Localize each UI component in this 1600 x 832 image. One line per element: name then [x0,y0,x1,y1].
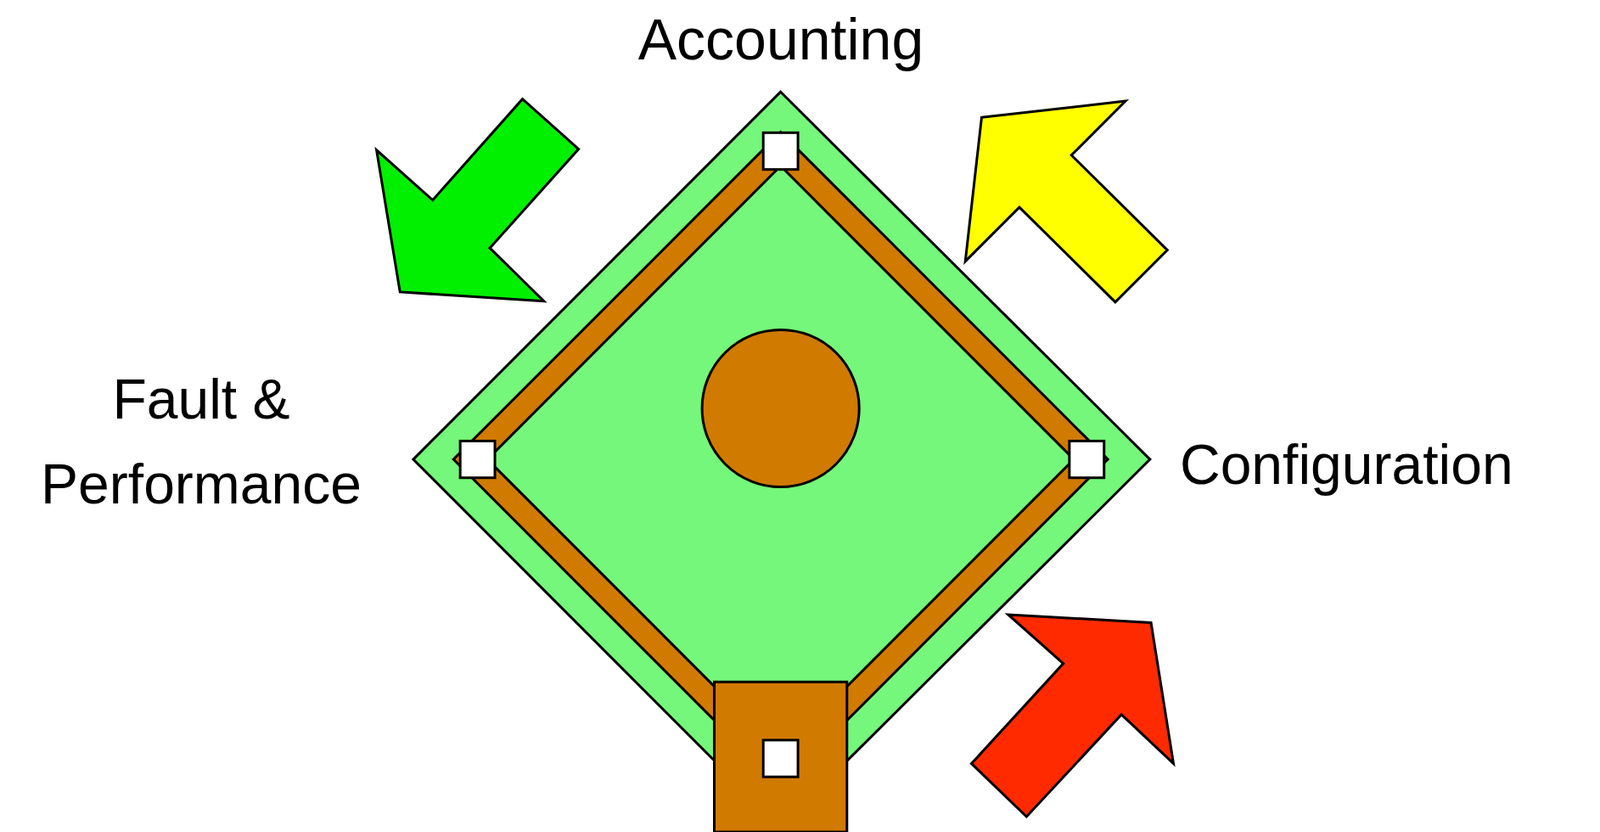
home-plate-area [714,681,848,832]
base [460,440,495,478]
right-label: Configuration [1179,431,1514,499]
red-arrow [971,614,1174,817]
base [763,132,798,169]
yellow-arrow [965,101,1168,303]
top-label: Accounting [638,5,924,75]
pitcher-mound [701,329,859,487]
base [1069,440,1105,478]
green-arrow [376,99,579,302]
base-path-outline [470,149,1091,770]
left-label: Fault & Performance [40,356,362,528]
base [763,740,798,777]
base-path [470,149,1091,770]
